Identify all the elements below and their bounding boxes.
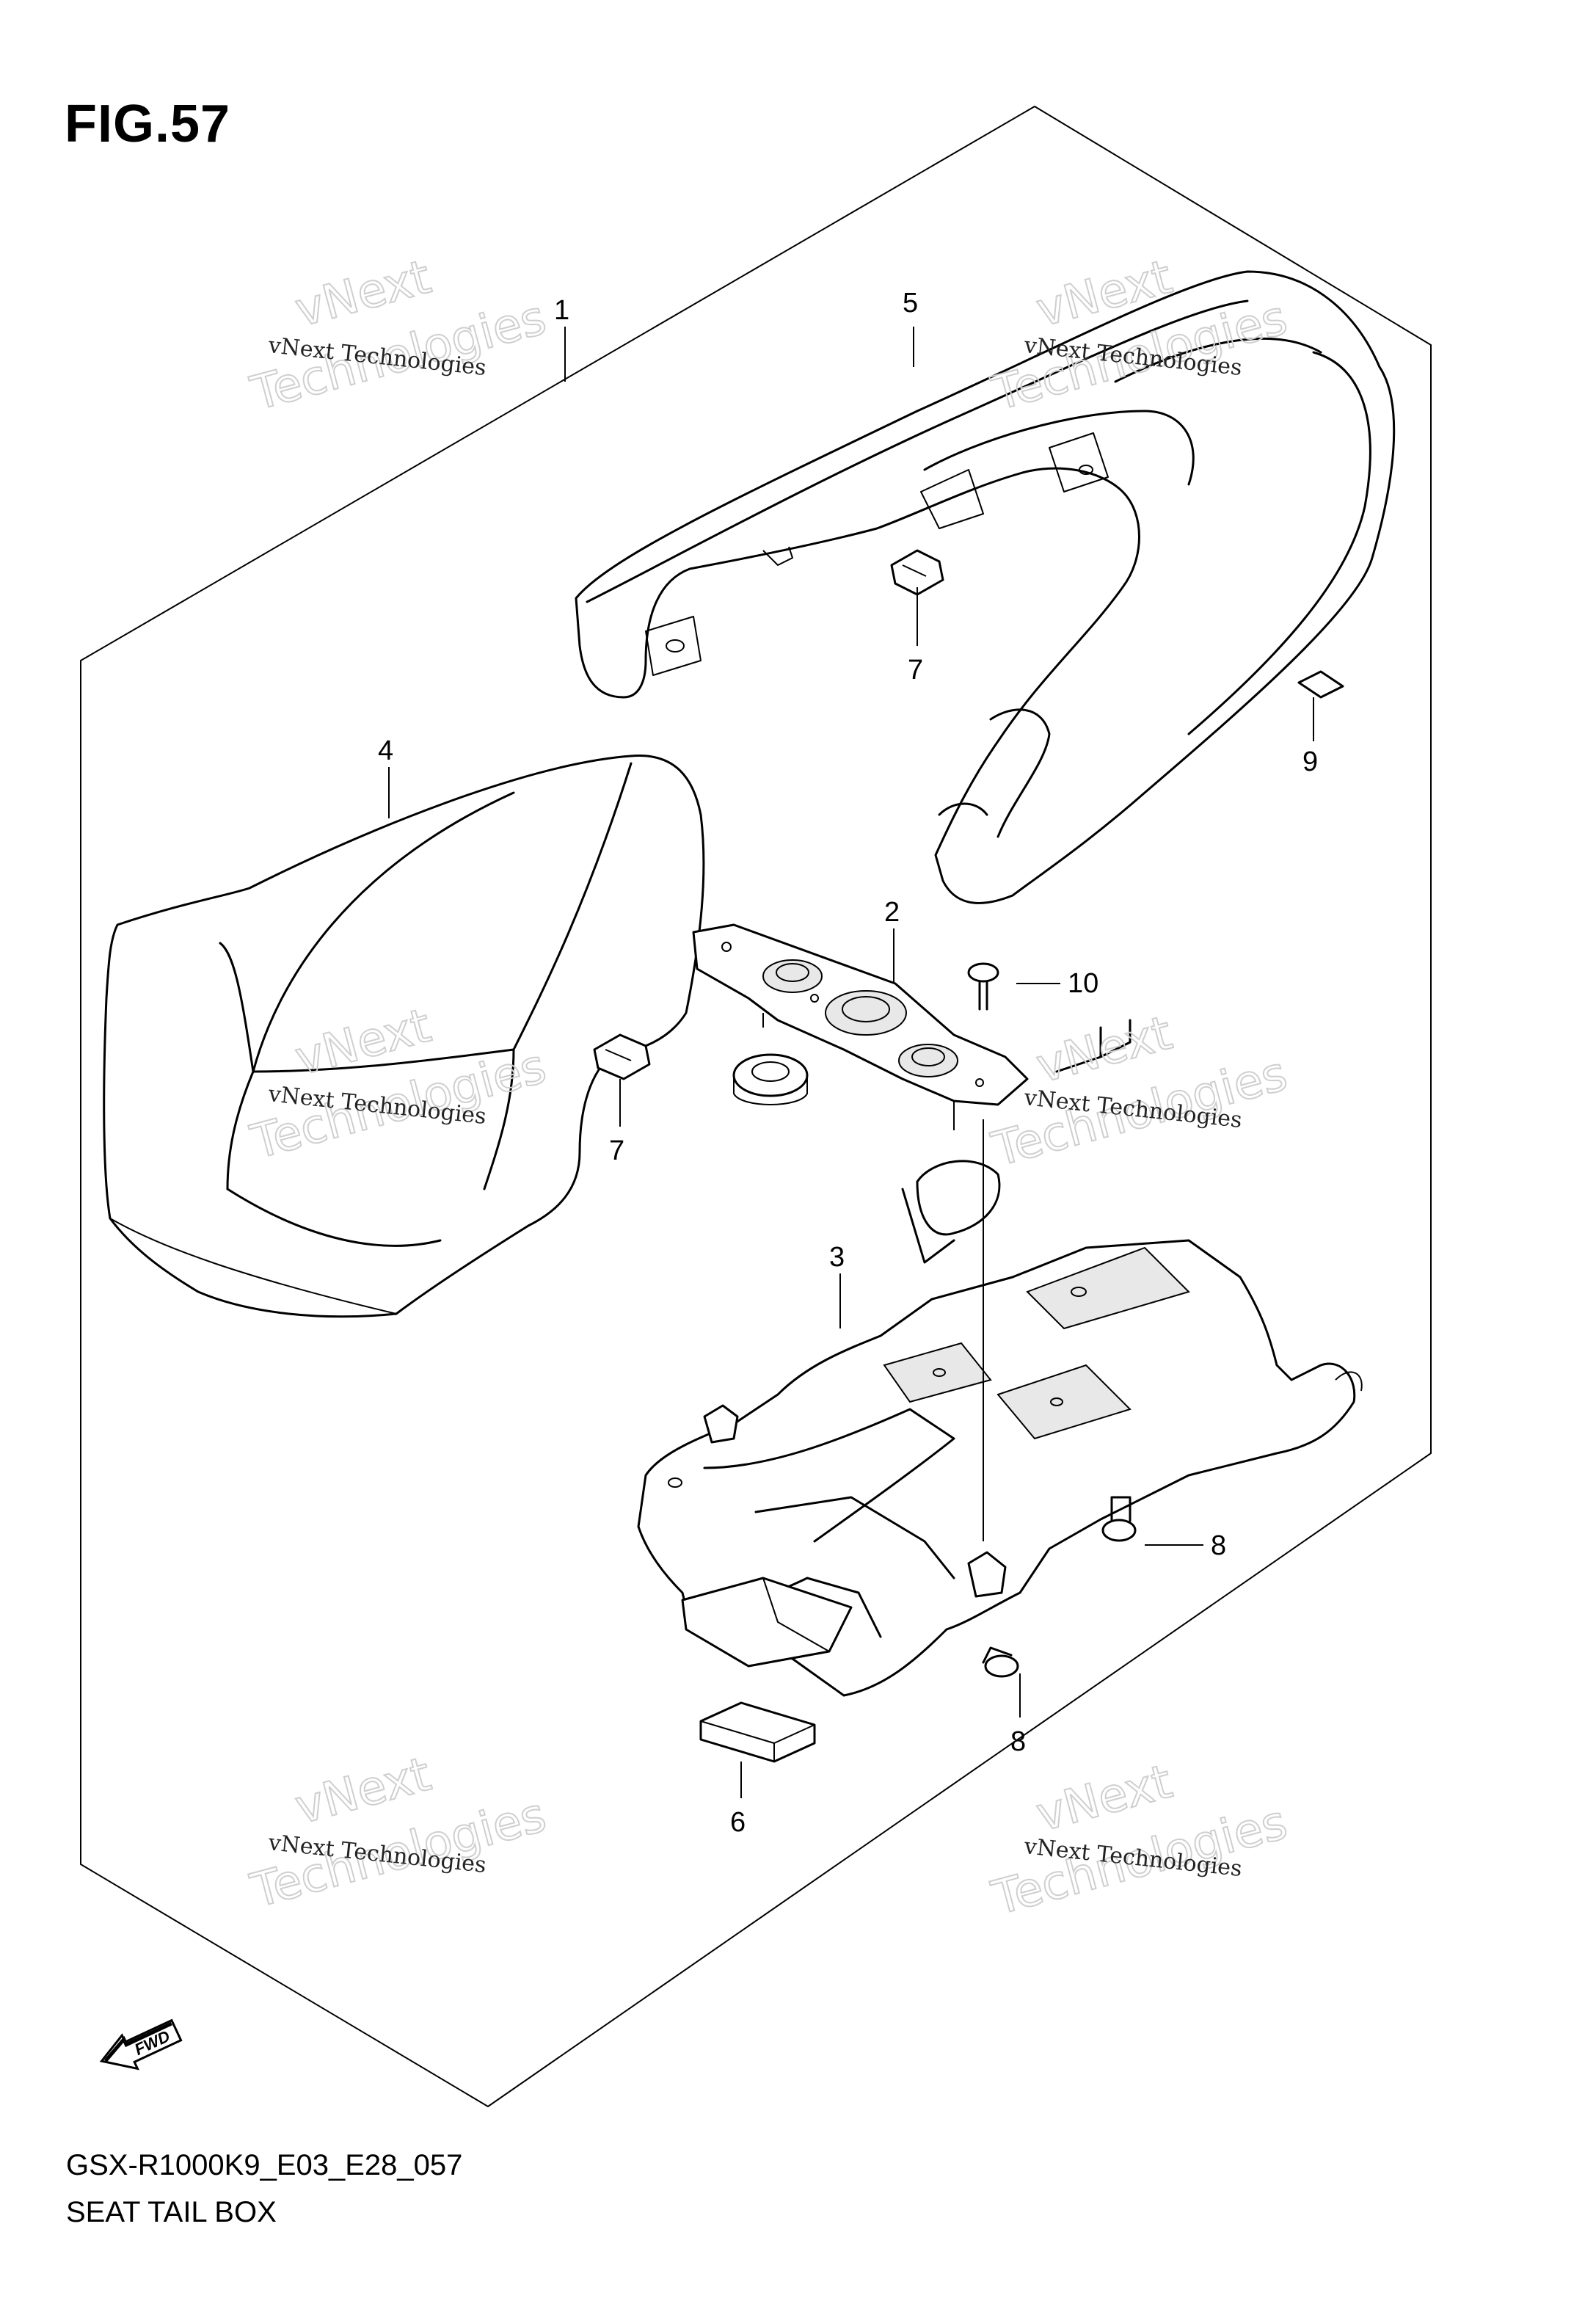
assembly-name: SEAT TAIL BOX [66,2196,277,2228]
leader-lines [388,327,1314,1798]
part-seat [103,755,705,1318]
callout-1: 1 [554,295,569,326]
part-screw-10 [967,962,999,1011]
part-bolt-lower [982,1646,1019,1678]
callout-6: 6 [730,1807,746,1838]
model-code: GSX-R1000K9_E03_E28_057 [66,2149,463,2181]
part-tail-cowl [575,270,1396,904]
part-bracket [692,923,1029,1130]
callout-7-upper: 7 [908,655,923,686]
callout-2: 2 [884,897,900,928]
callout-3: 3 [829,1242,845,1273]
part-bolt-right [1101,1496,1137,1542]
callout-10: 10 [1068,968,1098,999]
part-clip-lower [593,1033,651,1080]
part-clip-upper [890,549,944,596]
part-seat-tail-box [637,1119,1363,1697]
part-pad-small [1297,670,1344,699]
callout-9: 9 [1302,746,1318,777]
callout-5: 5 [903,288,918,319]
part-bracket-hook [1055,1019,1132,1073]
fwd-arrow-icon: FWD [99,2018,183,2071]
figure-title: FIG.57 [65,95,231,153]
callout-8-right: 8 [1211,1530,1226,1561]
callout-7-lower: 7 [609,1135,624,1166]
assembly-boundary [80,106,1432,2107]
callout-4: 4 [378,735,393,766]
callout-8-lower: 8 [1010,1726,1026,1757]
part-pad-large [699,1701,816,1763]
